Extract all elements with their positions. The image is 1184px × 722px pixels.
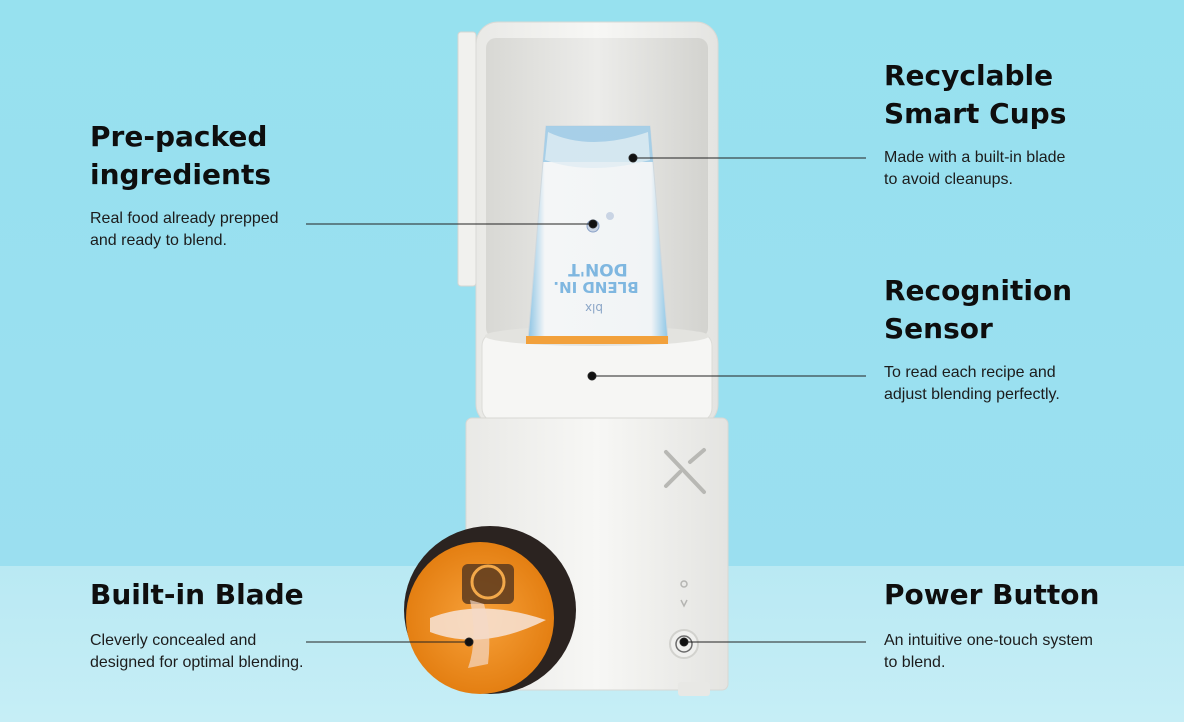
- cup-line2: BLEND IN.: [553, 278, 638, 296]
- callout-title: Built-in Blade: [90, 578, 304, 611]
- callout-pointers: [306, 153, 866, 647]
- smart-cup: DON'T BLEND IN. blx: [526, 125, 669, 344]
- callout-description: To read each recipe and adjust blending …: [884, 364, 1060, 403]
- callout-prepacked-ingredients: Pre-packed ingredients Real food already…: [90, 118, 390, 252]
- logo-mark: [664, 448, 706, 494]
- callout-description: Cleverly concealed and designed for opti…: [90, 632, 304, 671]
- callout-title: Recyclable Smart Cups: [884, 59, 1067, 130]
- callout-title: Power Button: [884, 578, 1100, 611]
- callout-title: Pre-packed ingredients: [90, 120, 271, 191]
- cup-brand: blx: [585, 301, 603, 315]
- callout-recyclable-smart-cups: Recyclable Smart Cups Made with a built-…: [884, 57, 1164, 191]
- callout-recognition-sensor: Recognition Sensor To read each recipe a…: [884, 272, 1164, 406]
- callout-description: Real food already prepped and ready to b…: [90, 210, 279, 249]
- callout-built-in-blade: Built-in Blade Cleverly concealed and de…: [90, 576, 410, 674]
- callout-title: Recognition Sensor: [884, 274, 1073, 345]
- callout-description: An intuitive one-touch system to blend.: [884, 632, 1093, 671]
- callout-power-button: Power Button An intuitive one-touch syst…: [884, 576, 1164, 674]
- callout-description: Made with a built-in blade to avoid clea…: [884, 149, 1066, 188]
- cup-line1: DON'T: [568, 259, 628, 279]
- blade-lid: [404, 526, 576, 694]
